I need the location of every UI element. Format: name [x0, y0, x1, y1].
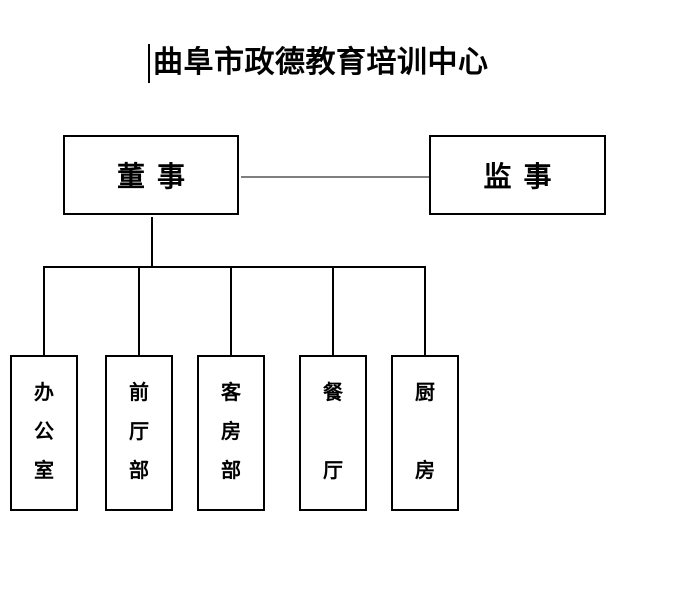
- node-supervisor-label: 监事: [483, 162, 564, 193]
- dept-housekeeping-char: 房: [221, 421, 241, 443]
- dept-box-office: 办 公 室: [10, 355, 78, 511]
- dept-box-restaurant: 餐 厅: [299, 355, 367, 511]
- dept-office-char: 室: [34, 460, 54, 482]
- edge-branch-horizontal: [43, 266, 426, 268]
- page-title: 曲阜市政德教育培训中心: [153, 46, 489, 79]
- dept-housekeeping-char: 部: [221, 460, 241, 482]
- edge-drop-kitchen: [424, 268, 426, 355]
- dept-box-front-office: 前 厅 部: [105, 355, 173, 511]
- dept-front-office-char: 前: [129, 382, 149, 404]
- edge-drop-front-office: [138, 268, 140, 355]
- dept-restaurant-char: 厅: [323, 460, 343, 482]
- edge-drop-housekeeping: [230, 268, 232, 355]
- dept-box-kitchen: 厨 房: [391, 355, 459, 511]
- dept-restaurant-char: 餐: [323, 382, 343, 404]
- node-supervisor-box: 监事: [429, 135, 606, 215]
- dept-housekeeping-char: 客: [221, 382, 241, 404]
- dept-front-office-char: 部: [129, 460, 149, 482]
- dept-office-char: 办: [34, 382, 54, 404]
- dept-kitchen-char: 厨: [415, 382, 435, 404]
- edge-drop-office: [43, 268, 45, 355]
- node-director-label: 董事: [116, 162, 197, 193]
- edge-drop-restaurant: [332, 268, 334, 355]
- dept-office-char: 公: [34, 421, 54, 443]
- edge-director-drop: [151, 217, 153, 267]
- dept-front-office-char: 厅: [129, 421, 149, 443]
- edge-director-supervisor: [241, 176, 429, 178]
- dept-kitchen-char: 房: [415, 460, 435, 482]
- dept-box-housekeeping: 客 房 部: [197, 355, 265, 511]
- node-director-box: 董事: [63, 135, 239, 215]
- text-cursor: [148, 44, 150, 83]
